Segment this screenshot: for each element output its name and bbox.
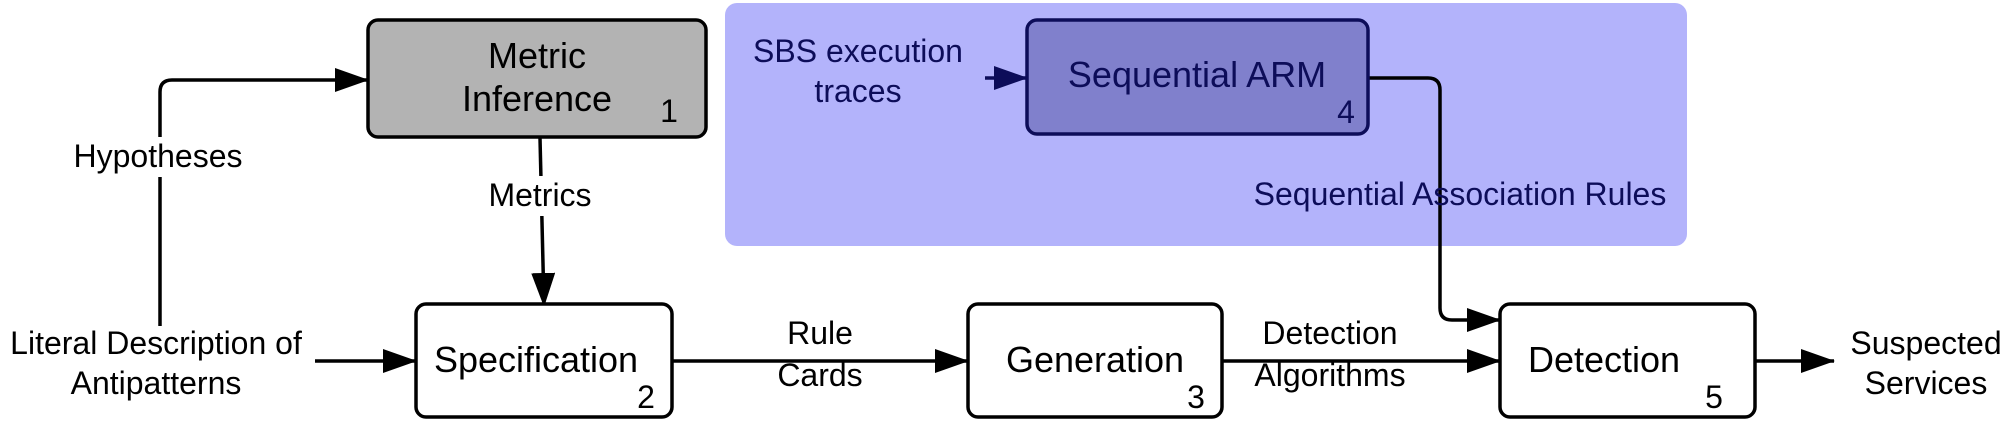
- sbs-traces-line2: traces: [814, 73, 901, 109]
- sequential-arm-box: Sequential ARM 4: [1025, 18, 1370, 136]
- suspected-services-line2: Services: [1865, 365, 1988, 401]
- metric-inference-box: Metric Inference 1: [366, 18, 708, 139]
- sequential-arm-number: 4: [1337, 94, 1355, 130]
- hypotheses-label-group: Hypotheses: [66, 137, 250, 177]
- metric-inference-title-line1: Metric: [488, 35, 586, 76]
- generation-title: Generation: [1006, 339, 1184, 380]
- sbs-traces-line1: SBS execution: [753, 33, 963, 69]
- suspected-services-line1: Suspected: [1850, 325, 2001, 361]
- hypotheses-arrow: [158, 68, 369, 326]
- specification-number: 2: [637, 379, 655, 415]
- metric-inference-number: 1: [660, 93, 678, 129]
- generation-number: 3: [1187, 379, 1205, 415]
- rule-cards-line1: Rule: [787, 315, 853, 351]
- detection-algorithms-line1: Detection: [1262, 315, 1397, 351]
- metrics-label-group: Metrics: [478, 176, 602, 216]
- metrics-arrow: [531, 137, 556, 307]
- rule-cards-line2: Cards: [777, 357, 862, 393]
- sequential-rules-label: Sequential Association Rules: [1254, 176, 1667, 212]
- literal-description-line1: Literal Description of: [10, 325, 302, 361]
- generation-box: Generation 3: [966, 302, 1224, 419]
- specification-box: Specification 2: [414, 302, 674, 419]
- detection-box: Detection 5: [1498, 302, 1757, 419]
- literal-description-line2: Antipatterns: [71, 365, 242, 401]
- metrics-label: Metrics: [488, 177, 591, 213]
- metric-inference-title-line2: Inference: [462, 78, 612, 119]
- specification-title: Specification: [434, 339, 638, 380]
- detection-algorithms-line2: Algorithms: [1254, 357, 1405, 393]
- detection-number: 5: [1705, 379, 1723, 415]
- hypotheses-label: Hypotheses: [74, 138, 243, 174]
- sequential-rules-arrow: [1368, 76, 1501, 332]
- sequential-arm-title: Sequential ARM: [1068, 54, 1326, 95]
- detection-title: Detection: [1528, 339, 1680, 380]
